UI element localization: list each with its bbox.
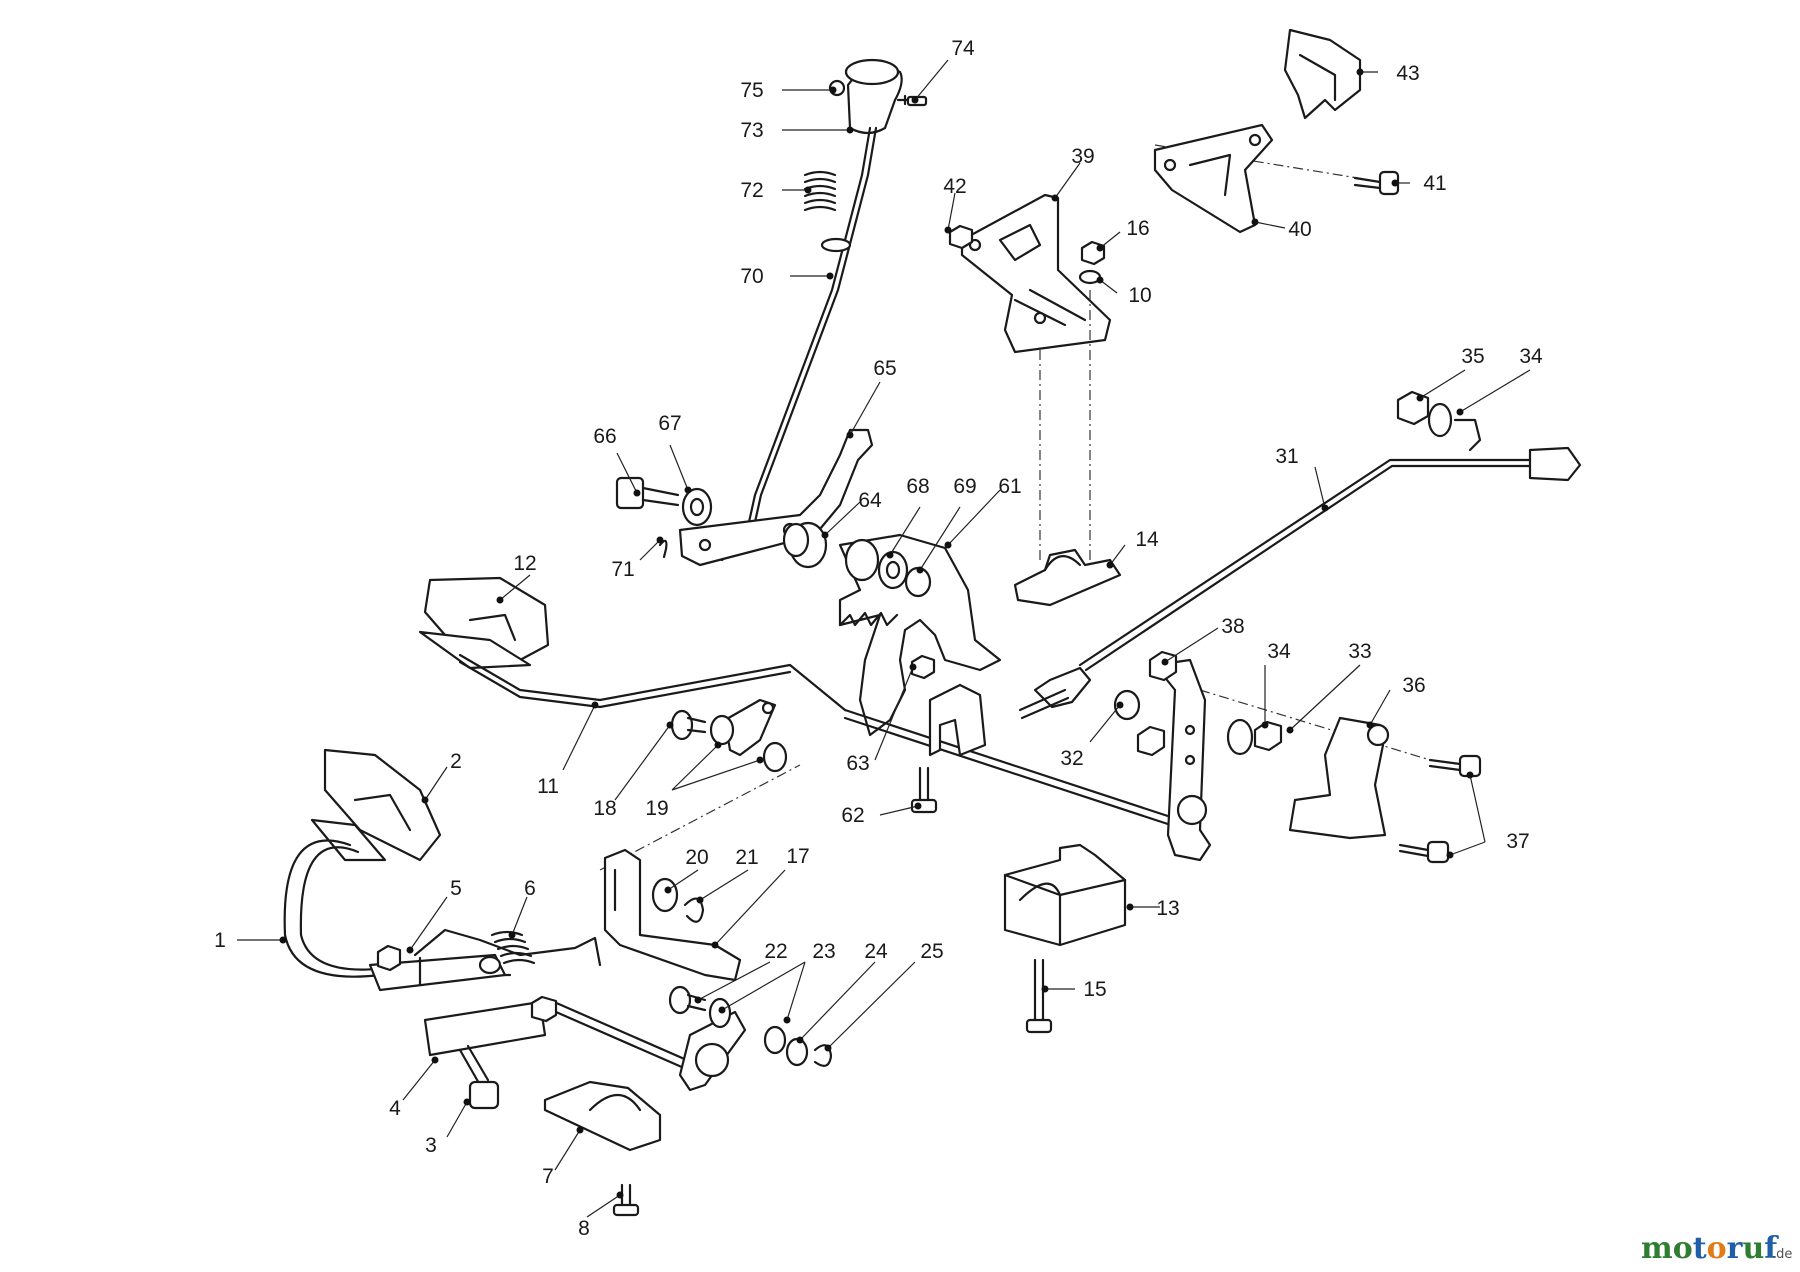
callout-21: 21	[735, 846, 758, 869]
callout-33: 33	[1348, 640, 1371, 663]
shift-knob-assembly	[828, 58, 928, 135]
callout-8: 8	[578, 1217, 590, 1240]
callout-25: 25	[920, 940, 943, 963]
lower-shaft	[530, 995, 747, 1092]
callout-69: 69	[953, 475, 976, 498]
pedal-2	[283, 748, 512, 978]
callout-16: 16	[1126, 217, 1149, 240]
callout-65: 65	[873, 357, 896, 380]
callout-67: 67	[658, 412, 681, 435]
callout-39: 39	[1071, 145, 1094, 168]
callout-23: 23	[812, 940, 835, 963]
clamp-14	[1013, 548, 1122, 607]
callout-34-upper: 34	[1519, 345, 1543, 368]
bracket-39	[948, 193, 1112, 354]
leader-dots	[279, 68, 1474, 1199]
watermark-letter: u	[1742, 1231, 1764, 1266]
callout-62: 62	[841, 804, 864, 827]
callout-31: 31	[1275, 445, 1298, 468]
tie-rod-31	[1018, 446, 1582, 721]
callout-64: 64	[858, 489, 882, 512]
callout-18: 18	[593, 797, 616, 820]
callout-22: 22	[764, 940, 787, 963]
callout-4: 4	[389, 1097, 401, 1120]
callout-72: 72	[740, 179, 763, 202]
sector-plate-61	[838, 533, 1002, 737]
callout-43: 43	[1396, 62, 1419, 85]
callout-34-lower: 34	[1267, 640, 1291, 663]
callout-68: 68	[906, 475, 929, 498]
callout-38: 38	[1221, 615, 1244, 638]
callout-37: 37	[1506, 830, 1529, 853]
watermark-letter: r	[1727, 1231, 1744, 1266]
watermark-letter: o	[1707, 1231, 1727, 1266]
watermark-logo: motoruf .de	[1641, 1231, 1792, 1266]
callout-41: 41	[1423, 172, 1446, 195]
watermark-suffix: .de	[1772, 1247, 1792, 1262]
callout-63: 63	[846, 752, 869, 775]
assembly-guides	[599, 144, 1431, 871]
callout-12: 12	[513, 552, 536, 575]
callout-71: 71	[611, 558, 634, 581]
callout-35: 35	[1461, 345, 1484, 368]
watermark-letter: o	[1673, 1231, 1693, 1266]
callout-6: 6	[524, 877, 536, 900]
callout-3: 3	[425, 1134, 437, 1157]
bracket-40	[1153, 28, 1400, 234]
leader-lines	[237, 59, 1531, 1218]
watermark-letter: t	[1693, 1231, 1707, 1266]
callout-1: 1	[214, 929, 226, 952]
bracket-17	[603, 848, 742, 982]
callout-2: 2	[450, 750, 462, 773]
block-13	[1003, 843, 1127, 1034]
washer-34-lower	[1226, 718, 1283, 756]
callout-74: 74	[951, 37, 975, 60]
callout-15: 15	[1083, 978, 1106, 1001]
callout-66: 66	[593, 425, 616, 448]
bolt-22	[668, 985, 833, 1067]
pedal-pad-12	[418, 576, 550, 670]
callout-20: 20	[685, 846, 708, 869]
svg-text:motoruf: motoruf	[1641, 1231, 1779, 1266]
callout-61: 61	[998, 475, 1021, 498]
callout-32: 32	[1060, 747, 1083, 770]
callout-11: 11	[537, 775, 559, 798]
cross-shaft-11	[458, 653, 1182, 830]
callout-42: 42	[943, 175, 966, 198]
callout-5: 5	[450, 877, 462, 900]
callout-73: 73	[740, 119, 763, 142]
bushing-64	[782, 521, 828, 569]
callout-17: 17	[786, 845, 809, 868]
plate-7	[543, 1080, 662, 1217]
nut-35	[1396, 390, 1482, 452]
callout-labels: 1 2 3 4 5 6 7 8 10 11 12 13 14 15 16 17 …	[214, 37, 1543, 1240]
callout-14: 14	[1135, 528, 1159, 551]
callout-70: 70	[740, 265, 763, 288]
steering-arm-32	[1136, 650, 1212, 862]
pedal-link-4	[368, 928, 602, 1110]
bracket-36	[1288, 716, 1482, 864]
callout-40: 40	[1288, 218, 1311, 241]
callout-75: 75	[740, 79, 763, 102]
callout-13: 13	[1156, 897, 1179, 920]
callout-7: 7	[542, 1165, 554, 1188]
callout-19: 19	[645, 797, 668, 820]
clamp-63	[910, 654, 987, 757]
spring-72	[803, 170, 837, 212]
watermark-letter: f	[1764, 1231, 1779, 1266]
watermark-letter: m	[1641, 1231, 1673, 1266]
callout-10: 10	[1128, 284, 1151, 307]
callout-36: 36	[1402, 674, 1425, 697]
callout-24: 24	[864, 940, 888, 963]
